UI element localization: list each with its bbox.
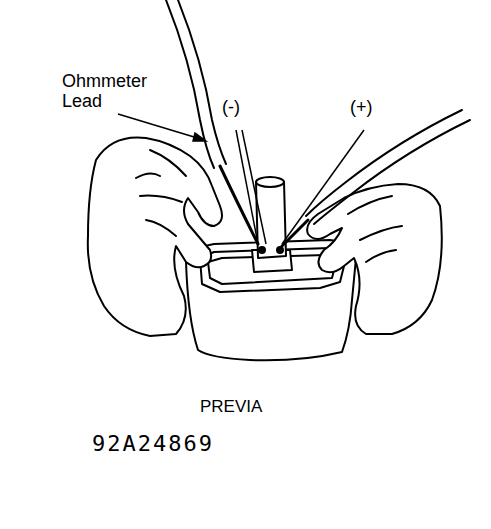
- left-cable: [166, 0, 214, 168]
- left-cable-edge: [178, 0, 226, 164]
- probe-tip: [259, 247, 265, 253]
- left-finger-lines: [136, 150, 186, 236]
- leader-line: [282, 130, 364, 244]
- right-cable-edge: [314, 120, 470, 224]
- right-probe: [282, 220, 308, 246]
- figure-caption: PREVIA: [200, 398, 262, 417]
- part-label: Ohmmeter Lead: [62, 72, 152, 112]
- connector-top: [256, 177, 284, 187]
- right-finger-lines: [348, 196, 402, 262]
- probe-tip: [277, 247, 283, 253]
- terminal-label: (-): [222, 98, 240, 118]
- figure-number: 92A24869: [92, 432, 214, 456]
- left-hand: [88, 137, 222, 336]
- leader-line: [242, 130, 266, 244]
- leader-arrowhead: [193, 133, 206, 141]
- leader-line: [118, 114, 204, 140]
- right-cable: [306, 110, 462, 216]
- terminal-label: (+): [350, 98, 373, 118]
- right-hand: [307, 184, 442, 334]
